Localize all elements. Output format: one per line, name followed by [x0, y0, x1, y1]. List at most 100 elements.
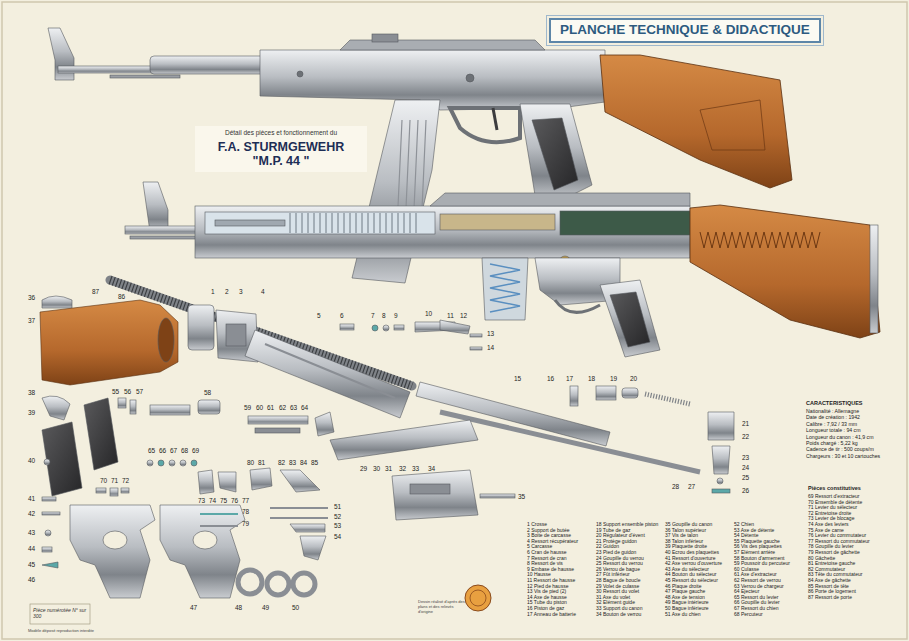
- parts-list-entry: 9 Embase de hausse: [527, 567, 574, 572]
- parts-list-entry: 60 Culasse: [734, 567, 759, 572]
- parts-list-entry: 24 Goupille du verrou: [596, 556, 644, 561]
- illustration-part: [45, 530, 51, 536]
- illustration-part: [600, 55, 792, 188]
- callout-number: 75: [220, 498, 227, 505]
- callout-number: 44: [28, 546, 35, 553]
- callout-number: 52: [334, 514, 341, 521]
- publisher-logo: [465, 585, 491, 611]
- callout-number: 74: [209, 498, 216, 505]
- callout-number: 59: [244, 405, 251, 412]
- parts-list-entry: 66 Goupille du levier: [734, 600, 780, 605]
- info-text: Détail des pièces et fonctionnement du: [199, 129, 363, 136]
- parts-list-heading: Pièces constitutives: [808, 486, 861, 492]
- illustration-part: [218, 472, 236, 492]
- specs-heading: CARACTERISTIQUES: [806, 401, 863, 407]
- callout-number: 67: [170, 448, 177, 455]
- illustration-part: [118, 398, 126, 408]
- callout-number: 17: [566, 376, 573, 383]
- parts-list-entry: 4 Ressort récupérateur: [527, 539, 578, 544]
- callout-number: 50: [292, 605, 299, 612]
- illustration-part: [180, 460, 186, 466]
- illustration-part: [42, 422, 82, 496]
- parts-list-entry: 47 Plaque gauche: [665, 589, 705, 594]
- callout-number: 21: [742, 421, 749, 428]
- illustration-part: [645, 394, 690, 404]
- illustration-part: [690, 205, 880, 338]
- illustration-part: [622, 388, 638, 398]
- illustration-part: [520, 104, 592, 200]
- callout-number: 60: [256, 405, 263, 412]
- parts-list-entry: 19 Tube de gaz: [596, 528, 630, 533]
- parts-list-entry: 46 Plaque droite: [665, 584, 701, 589]
- callout-number: 55: [112, 389, 119, 396]
- illustration-part: [708, 412, 734, 440]
- callout-number: 87: [92, 289, 99, 296]
- callout-number: 24: [742, 465, 749, 472]
- parts-list-entry: 68 Percuteur: [734, 612, 763, 617]
- illustration-part: [290, 524, 325, 532]
- illustration-part: [70, 505, 155, 598]
- callout-number: 71: [111, 478, 118, 485]
- parts-list-entry: 10 Hausse: [527, 572, 551, 577]
- illustration-part: [470, 347, 482, 350]
- callout-number: 18: [588, 376, 595, 383]
- illustration-part: [330, 420, 478, 460]
- parts-list-entry: 20 Régulateur d'évent: [596, 533, 645, 538]
- callout-number: 49: [262, 605, 269, 612]
- illustration-part: [200, 513, 238, 515]
- parts-list-entry: 5 Carcasse: [527, 544, 552, 549]
- illustration-part: [482, 258, 528, 320]
- parts-list-entry: 12 Pied de hausse: [527, 584, 568, 589]
- illustration-part: [470, 590, 486, 606]
- parts-list-entry: 79 Ressort de gâchette: [808, 550, 860, 555]
- illustration-part: [450, 108, 520, 142]
- parts-list-entry: 16 Piston de gaz: [527, 606, 564, 611]
- parts-list-entry: 40 Ecrou des plaquettes: [665, 550, 719, 555]
- callout-number: 72: [122, 478, 129, 485]
- callout-number: 8: [382, 313, 386, 320]
- illustration-part: [270, 517, 328, 519]
- page-title: PLANCHE TECHNIQUE & DIDACTIQUE: [549, 18, 821, 43]
- callout-number: 57: [136, 389, 143, 396]
- number-plate-frame: [30, 604, 90, 624]
- illustration-part: [300, 536, 326, 560]
- parts-list-entry: 56 Vis des plaquettes: [734, 544, 782, 549]
- parts-list-entry: 32 Elément guide: [596, 600, 635, 605]
- illustration-part: [712, 489, 730, 493]
- illustration-part: [245, 330, 410, 418]
- illustration-part: [440, 320, 470, 334]
- callout-number: 43: [28, 530, 35, 537]
- callout-number: 36: [28, 295, 35, 302]
- illustration-part: [430, 193, 690, 206]
- parts-list-entry: 42 Axe verrou d'ouverture: [665, 561, 722, 566]
- parts-list-entry: 30 Ressort du volet: [596, 589, 639, 594]
- parts-list-entry: 63 Verrou de chargeur: [734, 584, 784, 589]
- parts-list-entry: 39 Plaquette droite: [665, 544, 707, 549]
- parts-list-entry: 1 Crosse: [527, 522, 547, 527]
- parts-list-entry: 18 Support ensemble piston: [596, 522, 658, 527]
- illustration-part: [560, 211, 690, 235]
- illustration-part: [198, 400, 220, 414]
- illustration-part: [383, 325, 389, 331]
- illustration-part: [96, 488, 106, 493]
- illustration-part: [143, 182, 168, 232]
- illustration-part: [717, 478, 723, 484]
- illustration-part: [293, 573, 315, 595]
- illustration-part: [490, 264, 520, 312]
- parts-list-entry: 11 Ressort de hausse: [527, 578, 575, 583]
- callout-number: 38: [28, 390, 35, 397]
- illustration-part: [169, 460, 175, 466]
- parts-list-entry: 83 Tête du commutateur: [808, 572, 862, 577]
- illustration-part: [42, 512, 60, 515]
- illustration-part: [440, 412, 700, 472]
- info-text: "M.P. 44 ": [199, 154, 363, 168]
- callout-number: 45: [28, 562, 35, 569]
- illustration-part: [160, 505, 245, 598]
- illustration-part: [42, 396, 70, 420]
- callout-number: 32: [399, 466, 406, 473]
- parts-list-entry: 35 Goupille du canon: [665, 522, 712, 527]
- illustration-part: [700, 100, 765, 150]
- callout-number: 2: [225, 289, 229, 296]
- parts-list-entry: 17 Anneau de batterie: [527, 612, 576, 617]
